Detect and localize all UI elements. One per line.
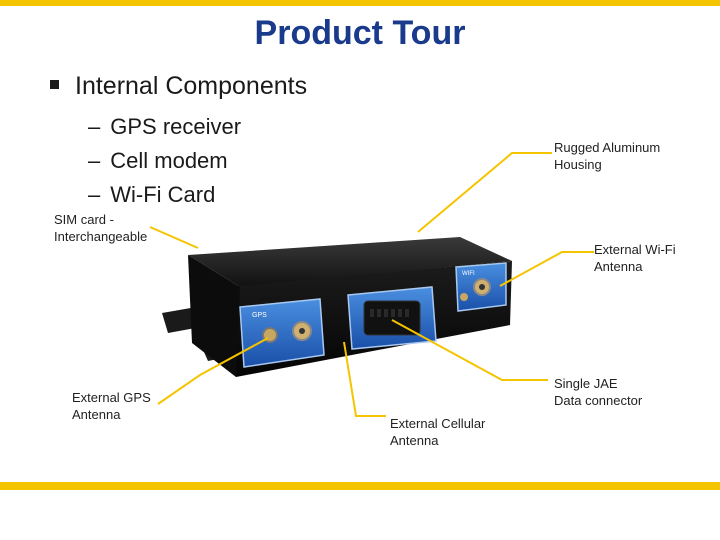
slide-title: Product Tour	[254, 14, 466, 52]
callout-housing: Rugged Aluminum Housing	[554, 140, 661, 172]
wifi-leader-line	[499, 251, 594, 287]
connector-leader-line	[391, 319, 548, 381]
list-item-label: GPS receiver	[110, 114, 242, 139]
gps-leader-line	[157, 337, 269, 405]
bullet-internal-components: Internal Components	[50, 72, 307, 101]
list-item-label: Cell modem	[110, 148, 228, 173]
components-list: –GPS receiver –Cell modem –Wi-Fi Card	[88, 110, 241, 212]
device-image: GPS WIFI	[162, 237, 512, 377]
bullet-text: Internal Components	[75, 72, 308, 100]
list-item: –Cell modem	[88, 148, 228, 173]
list-item: –GPS receiver	[88, 114, 242, 139]
callout-wifi-antenna: External Wi-Fi Antenna	[594, 242, 676, 274]
gps-port-label: GPS	[252, 312, 267, 319]
cellular-leader-line	[343, 341, 386, 417]
callout-cellular-antenna: External Cellular Antenna	[390, 416, 486, 448]
wifi-port-label: WIFI	[462, 271, 475, 277]
housing-leader-line	[417, 152, 552, 233]
bottom-accent-bar	[0, 482, 720, 490]
sim-leader-line	[149, 226, 199, 249]
callout-sim: SIM card - Interchangeable	[54, 212, 148, 244]
square-bullet-icon	[50, 79, 59, 89]
callout-gps-antenna: External GPS Antenna	[72, 390, 151, 422]
list-item: –Wi-Fi Card	[88, 182, 216, 207]
footer-strip	[0, 490, 720, 540]
callout-data-connector: Single JAE Data connector	[554, 376, 643, 408]
list-item-label: Wi-Fi Card	[110, 182, 216, 207]
top-accent-bar	[0, 0, 720, 6]
